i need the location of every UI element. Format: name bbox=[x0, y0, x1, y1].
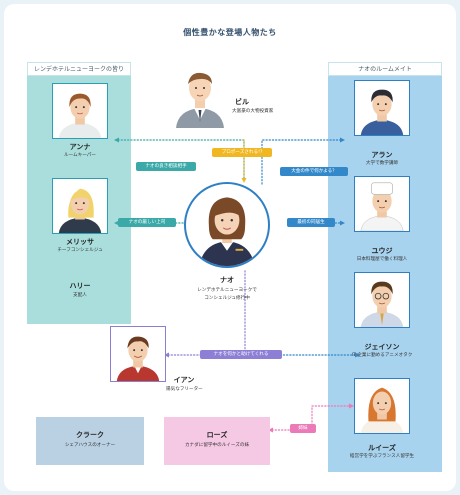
rose-box: ローズ カナダに留学中のルイーズの妹 bbox=[164, 417, 270, 465]
nao-portrait bbox=[184, 182, 270, 268]
alan-portrait bbox=[354, 80, 410, 136]
relation-label-nao-anna: ナオの良き相談相手 bbox=[136, 162, 196, 171]
relation-label-nao-ian: ナオを何かと助けてくれる bbox=[200, 350, 282, 359]
melissa-name: メリッサ bbox=[66, 238, 94, 246]
louise-desc: 経営学を学ぶフランス人留学生 bbox=[349, 454, 415, 459]
harry-name: ハリー bbox=[69, 282, 91, 290]
harry-desc: 支配人 bbox=[73, 293, 87, 298]
nao-name: ナオ bbox=[220, 276, 234, 284]
jason-desc: IT 企業に勤めるアニメオタク bbox=[351, 353, 413, 358]
ian-name: イアン bbox=[173, 376, 195, 384]
nao-desc-line2: コンシェルジュ修行中 bbox=[204, 296, 250, 301]
rose-name: ローズ bbox=[206, 431, 228, 439]
yuji-desc: 日本料理屋で働く料理人 bbox=[356, 257, 408, 262]
bill-desc: 大富豪の大物投資家 bbox=[232, 109, 274, 114]
hotel-staff-panel-title: レンデホテルニューヨークの皆り bbox=[27, 62, 131, 76]
relation-label-bill-nao: プロポーズされる!? bbox=[212, 148, 272, 157]
rose-desc: カナダに留学中のルイーズの妹 bbox=[184, 443, 250, 448]
page-title: 個性豊かな登場人物たち bbox=[183, 28, 277, 37]
relation-label-rose-louise: 姉妹 bbox=[290, 424, 316, 433]
melissa-portrait bbox=[52, 178, 108, 234]
alan-desc: 大学で数学講師 bbox=[365, 161, 399, 166]
relation-label-nao-melissa: ナオの厳しい上司 bbox=[118, 218, 176, 227]
yuji-portrait bbox=[354, 176, 410, 232]
nao-desc-line1: レンデホテルニューヨークで bbox=[197, 288, 257, 293]
relation-label-nao-yuji: 最初の同居生 bbox=[287, 218, 335, 227]
jason-portrait bbox=[354, 272, 410, 328]
clark-box: クラーク シェアハウスのオーナー bbox=[36, 417, 144, 465]
anna-name: アンナ bbox=[69, 143, 91, 151]
louise-portrait bbox=[354, 378, 410, 434]
clark-name: クラーク bbox=[76, 431, 104, 439]
ian-portrait bbox=[110, 326, 166, 382]
alan-name: アラン bbox=[371, 151, 393, 159]
roommates-panel-title: ナオのルームメイト bbox=[328, 62, 442, 76]
bill-portrait bbox=[170, 62, 230, 128]
anna-desc: ルームキーパー bbox=[64, 153, 96, 158]
relation-label-nao-alan: 大金の件で何かよる？ bbox=[280, 167, 348, 176]
anna-portrait bbox=[52, 83, 108, 139]
yuji-name: ユウジ bbox=[371, 247, 393, 255]
clark-desc: シェアハウスのオーナー bbox=[64, 443, 116, 448]
ian-desc: 陽気なフリーター bbox=[166, 387, 203, 392]
jason-name: ジェイソン bbox=[364, 343, 400, 351]
louise-name: ルイーズ bbox=[368, 444, 396, 452]
bill-name: ビル bbox=[235, 98, 249, 106]
melissa-desc: チーフコンシェルジュ bbox=[57, 248, 103, 253]
